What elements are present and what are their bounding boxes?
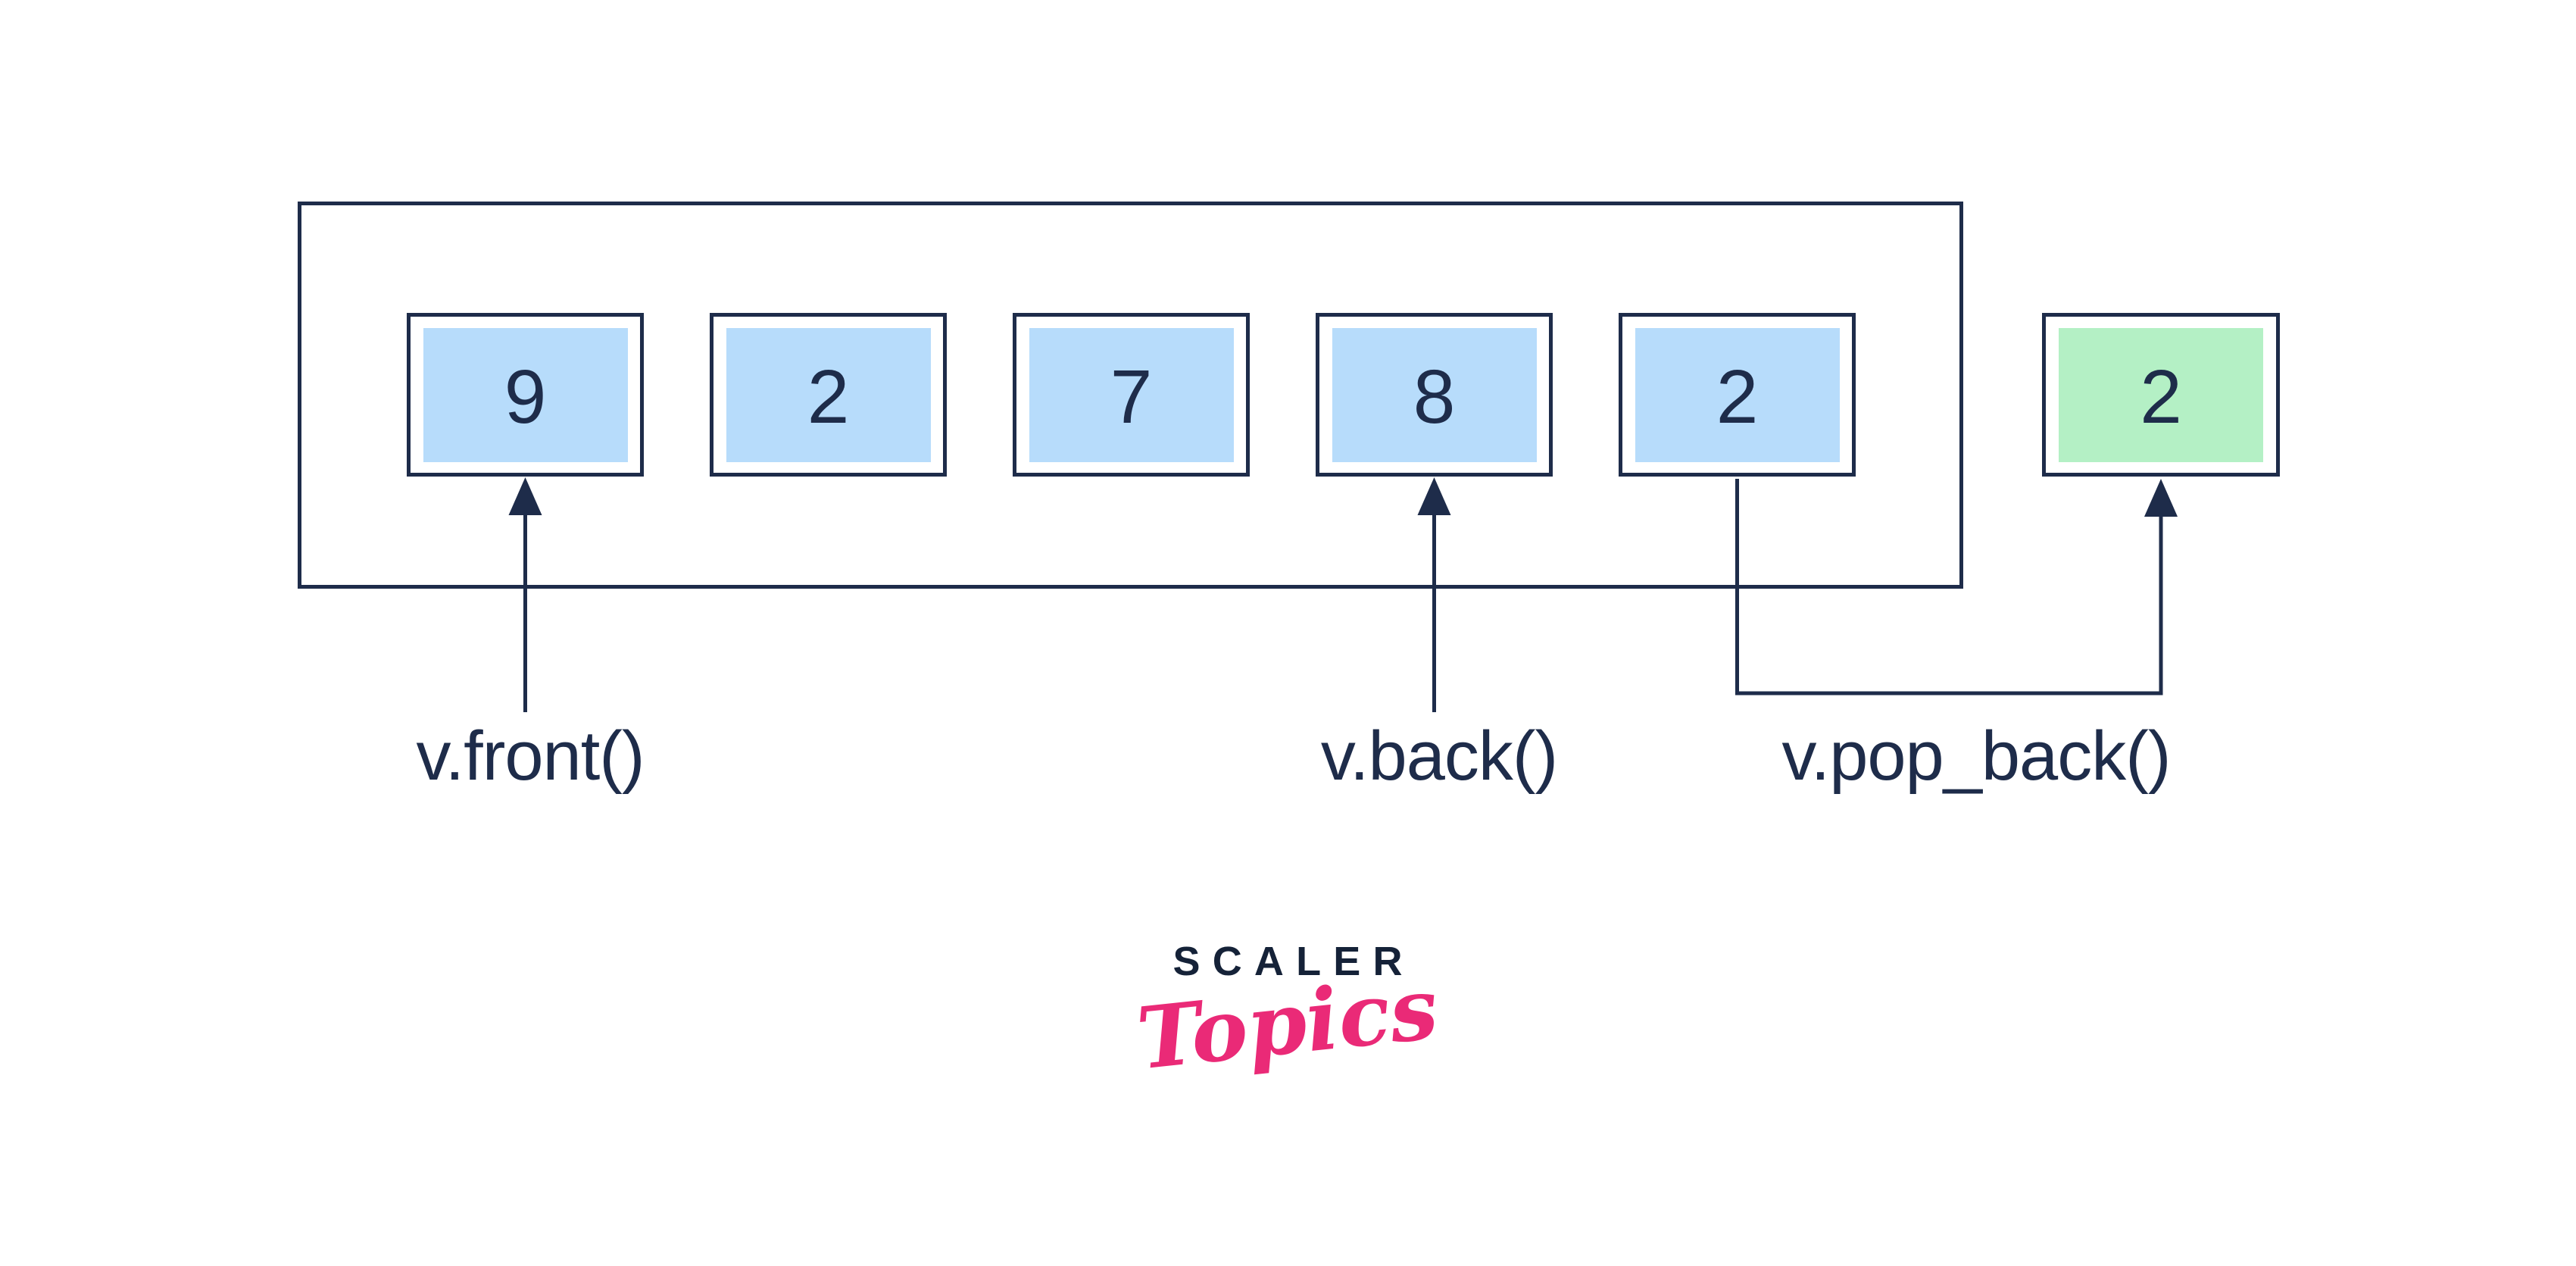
vector-element-fill: 8 bbox=[1332, 327, 1537, 462]
vector-element-value: 2 bbox=[807, 355, 850, 439]
vector-element-box: 8 bbox=[1316, 313, 1553, 477]
vector-element-value: 2 bbox=[1716, 355, 1759, 439]
vector-element-fill: 7 bbox=[1029, 327, 1234, 462]
vector-element-box: 7 bbox=[1013, 313, 1250, 477]
vector-element-fill: 9 bbox=[423, 327, 628, 462]
vector-element-value: 7 bbox=[1110, 355, 1153, 439]
vector-element-fill: 2 bbox=[726, 327, 931, 462]
vector-element-fill: 2 bbox=[1635, 327, 1840, 462]
popped-element-fill: 2 bbox=[2059, 327, 2263, 462]
popped-element-value: 2 bbox=[2140, 355, 2182, 439]
vector-element-box: 2 bbox=[1619, 313, 1856, 477]
vector-element-value: 9 bbox=[504, 355, 547, 439]
scaler-topics-logo: SCALER Topics bbox=[1132, 938, 1442, 1089]
scaler-wordmark: SCALER bbox=[1172, 939, 1415, 984]
pop-back-function-label: v.pop_back() bbox=[1781, 717, 2171, 795]
vector-element-value: 8 bbox=[1413, 355, 1456, 439]
vector-element-box: 9 bbox=[407, 313, 644, 477]
front-function-label: v.front() bbox=[416, 717, 645, 795]
vector-element-box: 2 bbox=[710, 313, 947, 477]
vector-container-rect bbox=[298, 202, 1963, 589]
back-function-label: v.back() bbox=[1320, 717, 1558, 795]
popped-element-box: 2 bbox=[2042, 313, 2280, 477]
